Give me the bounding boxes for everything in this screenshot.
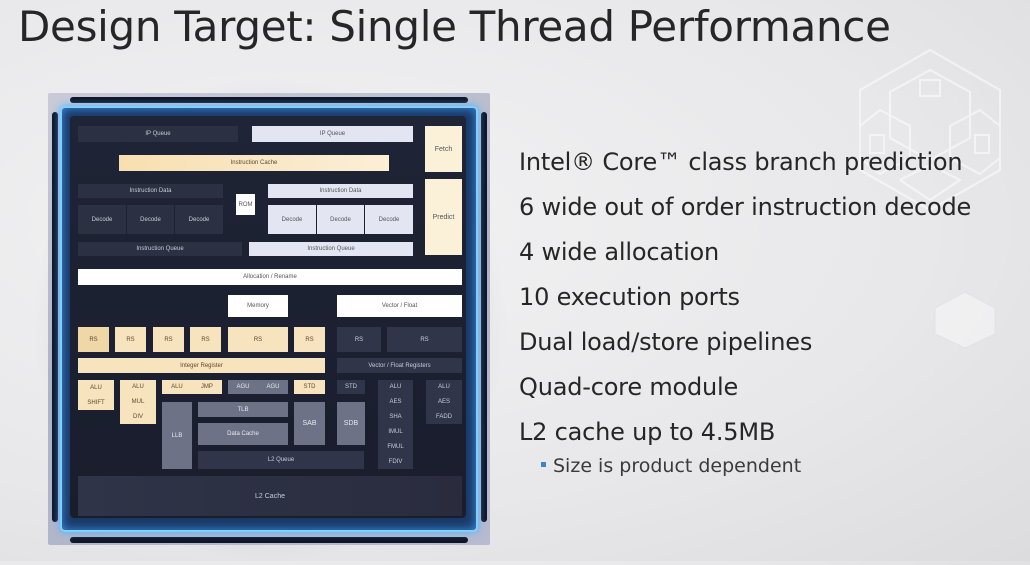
decode-left-1: Decode <box>78 205 126 234</box>
instruction-cache: Instruction Cache <box>119 155 389 171</box>
fmul-label: FMUL <box>387 443 404 450</box>
instruction-queue-left: Instruction Queue <box>78 242 242 256</box>
sdb-block: SDB <box>337 402 365 445</box>
sub-bullet-size: Size is product dependent <box>541 455 971 485</box>
package-rail-top <box>70 97 468 103</box>
ip-queue-left: IP Queue <box>78 126 238 142</box>
decode-left-2: Decode <box>127 205 174 234</box>
bullet-list: Intel® Core™ class branch prediction 6 w… <box>519 140 971 485</box>
bullet-allocation: 4 wide allocation <box>519 238 720 266</box>
ip-queue-right: IP Queue <box>252 126 413 142</box>
agu-label-1: AGU <box>236 384 250 390</box>
shift-label: SHIFT <box>87 399 105 406</box>
slide-title: Design Target: Single Thread Performance <box>18 2 891 51</box>
package-rail-right <box>481 112 487 522</box>
bullet-l2-cache: L2 cache up to 4.5MB <box>519 418 776 446</box>
alu-label: ALU <box>438 384 450 391</box>
vector-float-block: Vector / Float <box>337 295 462 317</box>
std-integer: STD <box>294 380 325 394</box>
sha-label: SHA <box>389 414 402 421</box>
vector-port-column-1: ALU AES SHA IMUL FMUL FDIV <box>378 380 413 469</box>
decode-left-3: Decode <box>175 205 223 234</box>
memory-block: Memory <box>228 295 288 317</box>
rs-integer-1: RS <box>78 327 109 352</box>
data-cache-block: Data Cache <box>198 423 288 445</box>
imul-label: IMUL <box>388 428 403 435</box>
bullet-branch-prediction: Intel® Core™ class branch prediction <box>519 148 963 176</box>
package-rail-bottom <box>70 537 468 543</box>
instruction-queue-right: Instruction Queue <box>249 242 413 256</box>
agu-unit: AGU AGU <box>228 380 288 394</box>
mul-label: MUL <box>131 398 145 405</box>
llb-block: LLB <box>162 402 192 469</box>
rs-memory: RS <box>228 327 288 352</box>
rom-block: ROM <box>236 194 255 215</box>
rs-integer-6: RS <box>294 327 325 352</box>
bullet-load-store: Dual load/store pipelines <box>519 328 813 356</box>
cube-decoration-icon <box>934 291 996 349</box>
hexagon-pattern-icon <box>859 48 1001 212</box>
tlb-block: TLB <box>198 402 288 417</box>
decode-right-2: Decode <box>317 205 364 234</box>
alu-label: ALU <box>389 384 402 391</box>
alu-mul-div-unit: ALU MUL DIV <box>120 380 156 424</box>
fadd-label: FADD <box>435 413 452 420</box>
sab-block: SAB <box>294 402 325 445</box>
alu-label: ALU <box>90 384 102 391</box>
bullet-quad-core: Quad-core module <box>519 373 739 401</box>
l2-queue-block: L2 Queue <box>198 451 364 469</box>
alu-shift-unit: ALU SHIFT <box>78 380 114 410</box>
aes-label: AES <box>389 399 402 406</box>
rs-vector-1: RS <box>337 327 381 352</box>
fetch-unit: Fetch <box>425 126 462 172</box>
alu-jmp-unit: ALU JMP <box>162 380 222 394</box>
rs-vector-2: RS <box>387 327 462 352</box>
alu-label: ALU <box>132 384 144 391</box>
decode-right-3: Decode <box>365 205 413 234</box>
vector-float-registers: Vector / Float Registers <box>337 358 462 373</box>
package-rail-left <box>52 112 58 522</box>
rs-integer-2: RS <box>115 327 146 352</box>
square-bullet-icon <box>541 462 546 467</box>
jmp-label: JMP <box>200 384 213 390</box>
std-vector: STD <box>337 380 365 394</box>
decode-right-1: Decode <box>268 205 316 234</box>
instruction-data-right: Instruction Data <box>268 184 413 198</box>
instruction-data-left: Instruction Data <box>78 184 223 198</box>
integer-register: Integer Register <box>78 358 325 373</box>
fdiv-label: FDIV <box>388 458 403 465</box>
rs-integer-3: RS <box>153 327 184 352</box>
l2-cache-block: L2 Cache <box>78 476 462 516</box>
bullet-decode: 6 wide out of order instruction decode <box>519 193 972 221</box>
predict-unit: Predict <box>425 179 462 255</box>
vector-port-column-2: ALU AES FADD <box>426 380 462 424</box>
bullet-execution-ports: 10 execution ports <box>519 283 740 311</box>
rs-integer-4: RS <box>190 327 221 352</box>
alu-label: ALU <box>171 384 183 390</box>
div-label: DIV <box>132 413 143 420</box>
agu-label-2: AGU <box>266 384 280 390</box>
allocation-rename: Allocation / Rename <box>78 269 462 285</box>
aes-label: AES <box>437 398 450 405</box>
sub-bullet-text: Size is product dependent <box>553 455 802 477</box>
